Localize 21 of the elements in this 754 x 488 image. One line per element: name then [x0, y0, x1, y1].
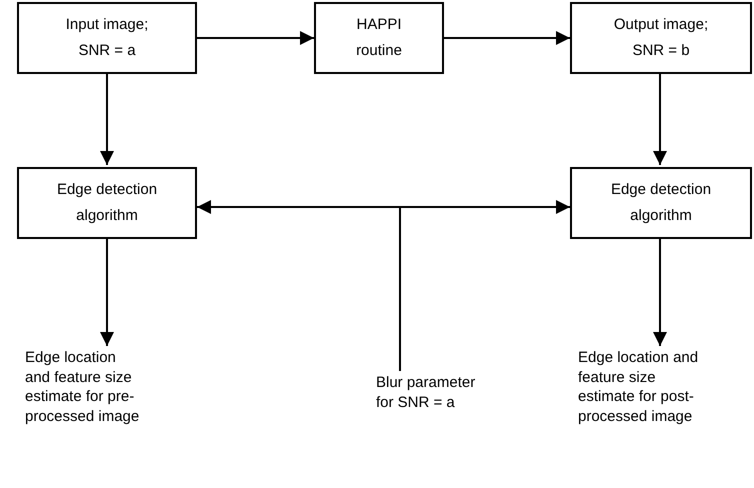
text-label: Blur parameter for SNR = a: [376, 373, 476, 412]
process-box: [17, 167, 197, 239]
arrow: [653, 239, 667, 346]
box-label: Output image; SNR = b: [612, 14, 710, 61]
connector-line: [399, 207, 401, 371]
box-label: Edge detection algorithm: [56, 180, 158, 226]
process-box: [314, 2, 444, 74]
box-label: HAPPI routine: [355, 14, 403, 61]
process-box: [17, 2, 197, 74]
arrow: [197, 200, 570, 214]
box-label: Edge detection algorithm: [610, 180, 712, 226]
arrow: [100, 239, 114, 346]
arrow: [100, 74, 114, 165]
text-label: Edge location and feature size estimate for pre-processed image: [25, 348, 140, 426]
text-label: Edge location and feature size estimate for post-processed image: [578, 348, 700, 426]
arrow: [653, 74, 667, 165]
process-box: [570, 167, 752, 239]
process-box: [570, 2, 752, 74]
arrow: [197, 31, 314, 45]
arrow: [444, 31, 570, 45]
box-label: Input image; SNR = a: [64, 14, 150, 61]
